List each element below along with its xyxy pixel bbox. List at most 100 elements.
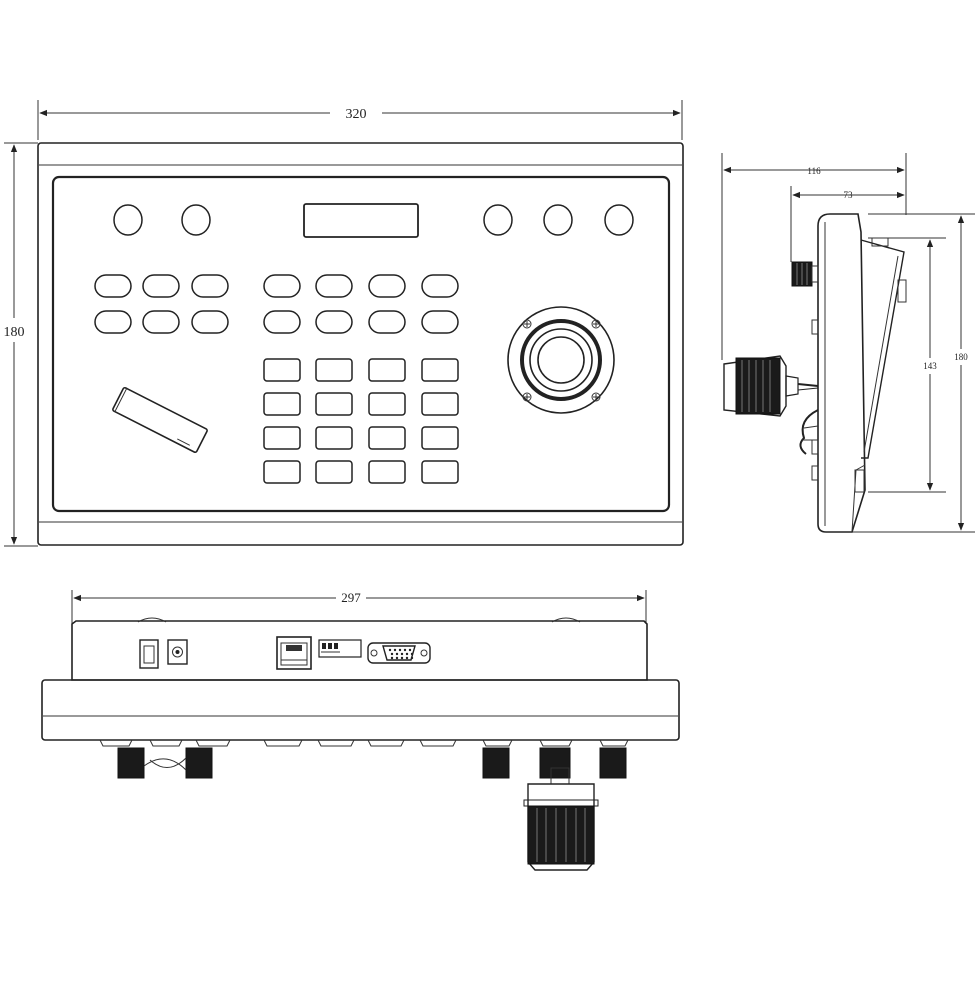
function-key[interactable] [94, 310, 132, 334]
side-panel-clip [871, 237, 889, 247]
db15-pin [405, 652, 409, 656]
top-view: 320 180 [4, 100, 684, 547]
db15-pin [400, 656, 404, 660]
side-height-dimension: 180 [850, 213, 975, 533]
db15-pin [395, 652, 399, 656]
joystick-side[interactable] [723, 355, 819, 417]
rotary-knob-4[interactable] [543, 204, 573, 236]
function-key-group [94, 274, 459, 334]
key-stem [149, 739, 183, 747]
side-height-label: 180 [954, 352, 968, 362]
function-key[interactable] [368, 274, 406, 298]
side-depth-total-dimension: 116 [721, 153, 907, 360]
side-depth-panel-dimension: 73 [790, 186, 905, 262]
side-depth-panel-label: 73 [844, 190, 854, 200]
keypad-key[interactable] [421, 460, 459, 484]
db15-pin [400, 652, 404, 656]
rear-view: 297 power-switch-icon [41, 590, 680, 871]
function-key[interactable] [191, 274, 229, 298]
rear-width-dimension: 297 [71, 590, 647, 624]
side-inner-height-label: 143 [923, 361, 937, 371]
top-width-dimension: 320 [37, 100, 683, 140]
controller-outer-body [37, 142, 684, 546]
rear-width-label: 297 [341, 590, 361, 605]
key-stem [317, 739, 355, 747]
function-key[interactable] [315, 274, 353, 298]
top-width-label: 320 [346, 107, 367, 122]
function-key[interactable] [263, 310, 301, 334]
function-key[interactable] [315, 310, 353, 334]
keypad-key[interactable] [263, 426, 301, 450]
rotary-knob-1[interactable] [113, 204, 143, 236]
db15-pin [410, 652, 414, 656]
function-key[interactable] [368, 310, 406, 334]
key-stem [539, 739, 573, 747]
keypad-key[interactable] [315, 392, 353, 416]
function-key[interactable] [94, 274, 132, 298]
key-stem [99, 739, 133, 747]
keypad-key[interactable] [263, 460, 301, 484]
keypad-key[interactable] [315, 358, 353, 382]
db15-port[interactable] [367, 642, 431, 664]
joystick-top[interactable] [507, 306, 615, 414]
side-chassis-profile [817, 213, 866, 533]
db15-pin [393, 648, 397, 652]
power-switch[interactable]: power-switch-icon [139, 638, 159, 669]
keypad-key[interactable] [421, 392, 459, 416]
keypad-key[interactable] [315, 426, 353, 450]
rotary-knob-2[interactable] [181, 204, 211, 236]
dc-jack[interactable] [167, 639, 188, 665]
db15-pin [410, 656, 414, 660]
keypad-key[interactable] [368, 426, 406, 450]
function-key[interactable] [191, 310, 229, 334]
db15-pin [408, 648, 412, 652]
keypad-key[interactable] [368, 392, 406, 416]
card-reader-slot [112, 386, 208, 454]
top-height-label: 180 [4, 325, 25, 340]
function-key[interactable] [421, 310, 459, 334]
lcd-display [303, 203, 419, 238]
keypad-key[interactable] [315, 460, 353, 484]
function-key[interactable] [421, 274, 459, 298]
keypad-key[interactable] [263, 358, 301, 382]
function-key[interactable] [142, 274, 180, 298]
numeric-keypad [263, 358, 459, 484]
key-stem [599, 739, 629, 747]
rotary-knob-5[interactable] [604, 204, 634, 236]
keypad-key[interactable] [368, 358, 406, 382]
side-panel-tab [897, 279, 907, 303]
underside-key-stems [99, 739, 629, 747]
rj45-port[interactable] [276, 636, 312, 670]
db15-pin [398, 648, 402, 652]
key-stem [482, 739, 513, 747]
bottom-knobs [117, 747, 627, 779]
dip-switch[interactable] [318, 639, 362, 658]
db15-pin [403, 648, 407, 652]
key-stem [195, 739, 231, 747]
rear-base [41, 679, 680, 741]
key-stem [367, 739, 405, 747]
function-key[interactable] [142, 310, 180, 334]
top-height-dimension: 180 [4, 142, 38, 547]
top-panel-face [51, 175, 671, 513]
side-depth-total-label: 116 [807, 166, 821, 176]
joystick-screws [522, 319, 601, 402]
side-sloped-panel [860, 239, 905, 459]
db15-pin [395, 656, 399, 660]
joystick-rear[interactable] [523, 767, 599, 871]
keypad-key[interactable] [368, 460, 406, 484]
keypad-key[interactable] [421, 426, 459, 450]
keypad-key[interactable] [263, 392, 301, 416]
db15-pin [405, 656, 409, 660]
db15-pin [388, 648, 392, 652]
keypad-key[interactable] [421, 358, 459, 382]
rotary-knob-3[interactable] [483, 204, 513, 236]
db15-pin [390, 652, 394, 656]
key-stem [419, 739, 457, 747]
key-stem [263, 739, 303, 747]
function-key[interactable] [263, 274, 301, 298]
side-view: 116 73 143 180 [721, 153, 975, 533]
side-inner-height-dimension: 143 [868, 237, 946, 493]
